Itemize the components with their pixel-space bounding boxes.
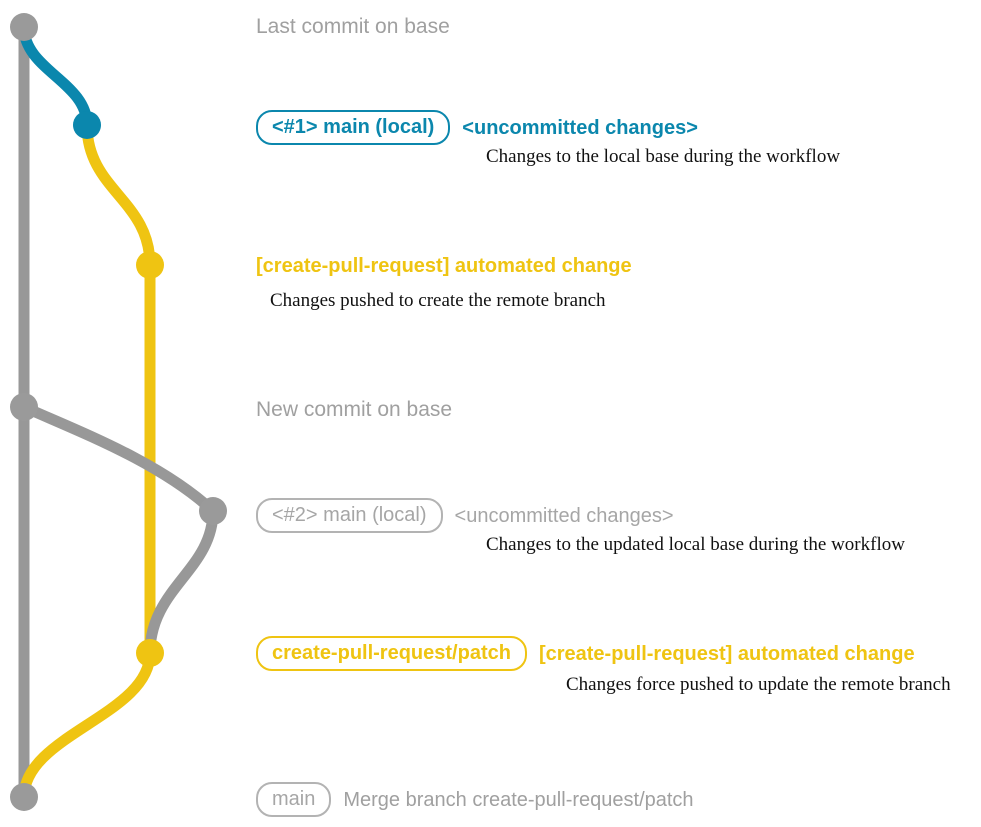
commit-node-base-last[interactable] bbox=[10, 13, 38, 41]
commit-node-base-new[interactable] bbox=[10, 393, 38, 421]
commit-caption-local-1: Changes to the local base during the wor… bbox=[486, 146, 841, 167]
branch-badge-patch[interactable]: create-pull-request/patch bbox=[256, 636, 527, 671]
commit-caption-patch-2: Changes force pushed to update the remot… bbox=[566, 674, 951, 695]
edge-local2-to-patch2 bbox=[144, 505, 219, 659]
edge-basenew-to-local2 bbox=[18, 401, 219, 517]
section-title-new-commit: New commit on base bbox=[256, 398, 453, 421]
commit-headline-local-1: <uncommitted changes> bbox=[462, 116, 698, 139]
commit-node-merge[interactable] bbox=[10, 783, 38, 811]
commit-node-local-2[interactable] bbox=[199, 497, 227, 525]
commit-node-patch-1[interactable] bbox=[136, 251, 164, 279]
commit-node-local-1[interactable] bbox=[73, 111, 101, 139]
edge-patch2-to-merge bbox=[18, 647, 156, 803]
annotation-row-local-1: <#1> main (local) <uncommitted changes> bbox=[256, 110, 698, 145]
annotation-row-patch-1: [create-pull-request] automated change bbox=[256, 255, 632, 277]
commit-caption-patch-1: Changes pushed to create the remote bran… bbox=[270, 290, 606, 311]
commit-headline-merge: Merge branch create-pull-request/patch bbox=[343, 788, 694, 811]
edge-local1-to-patch1 bbox=[81, 119, 156, 271]
commit-headline-patch-1: [create-pull-request] automated change bbox=[256, 255, 632, 277]
branch-badge-local-2[interactable]: <#2> main (local) bbox=[256, 498, 443, 533]
commit-headline-local-2: <uncommitted changes> bbox=[454, 504, 674, 527]
commit-headline-patch-2: [create-pull-request] automated change bbox=[538, 642, 915, 665]
annotation-row-local-2: <#2> main (local) <uncommitted changes> bbox=[256, 498, 674, 533]
section-title-last-commit: Last commit on base bbox=[256, 15, 450, 38]
branch-badge-local-1[interactable]: <#1> main (local) bbox=[256, 110, 451, 145]
annotation-row-merge: main Merge branch create-pull-request/pa… bbox=[256, 782, 694, 817]
commit-node-patch-2[interactable] bbox=[136, 639, 164, 667]
branch-badge-main[interactable]: main bbox=[256, 782, 332, 817]
commit-caption-local-2: Changes to the updated local base during… bbox=[486, 534, 905, 555]
annotation-row-patch-2: create-pull-request/patch [create-pull-r… bbox=[256, 636, 915, 671]
